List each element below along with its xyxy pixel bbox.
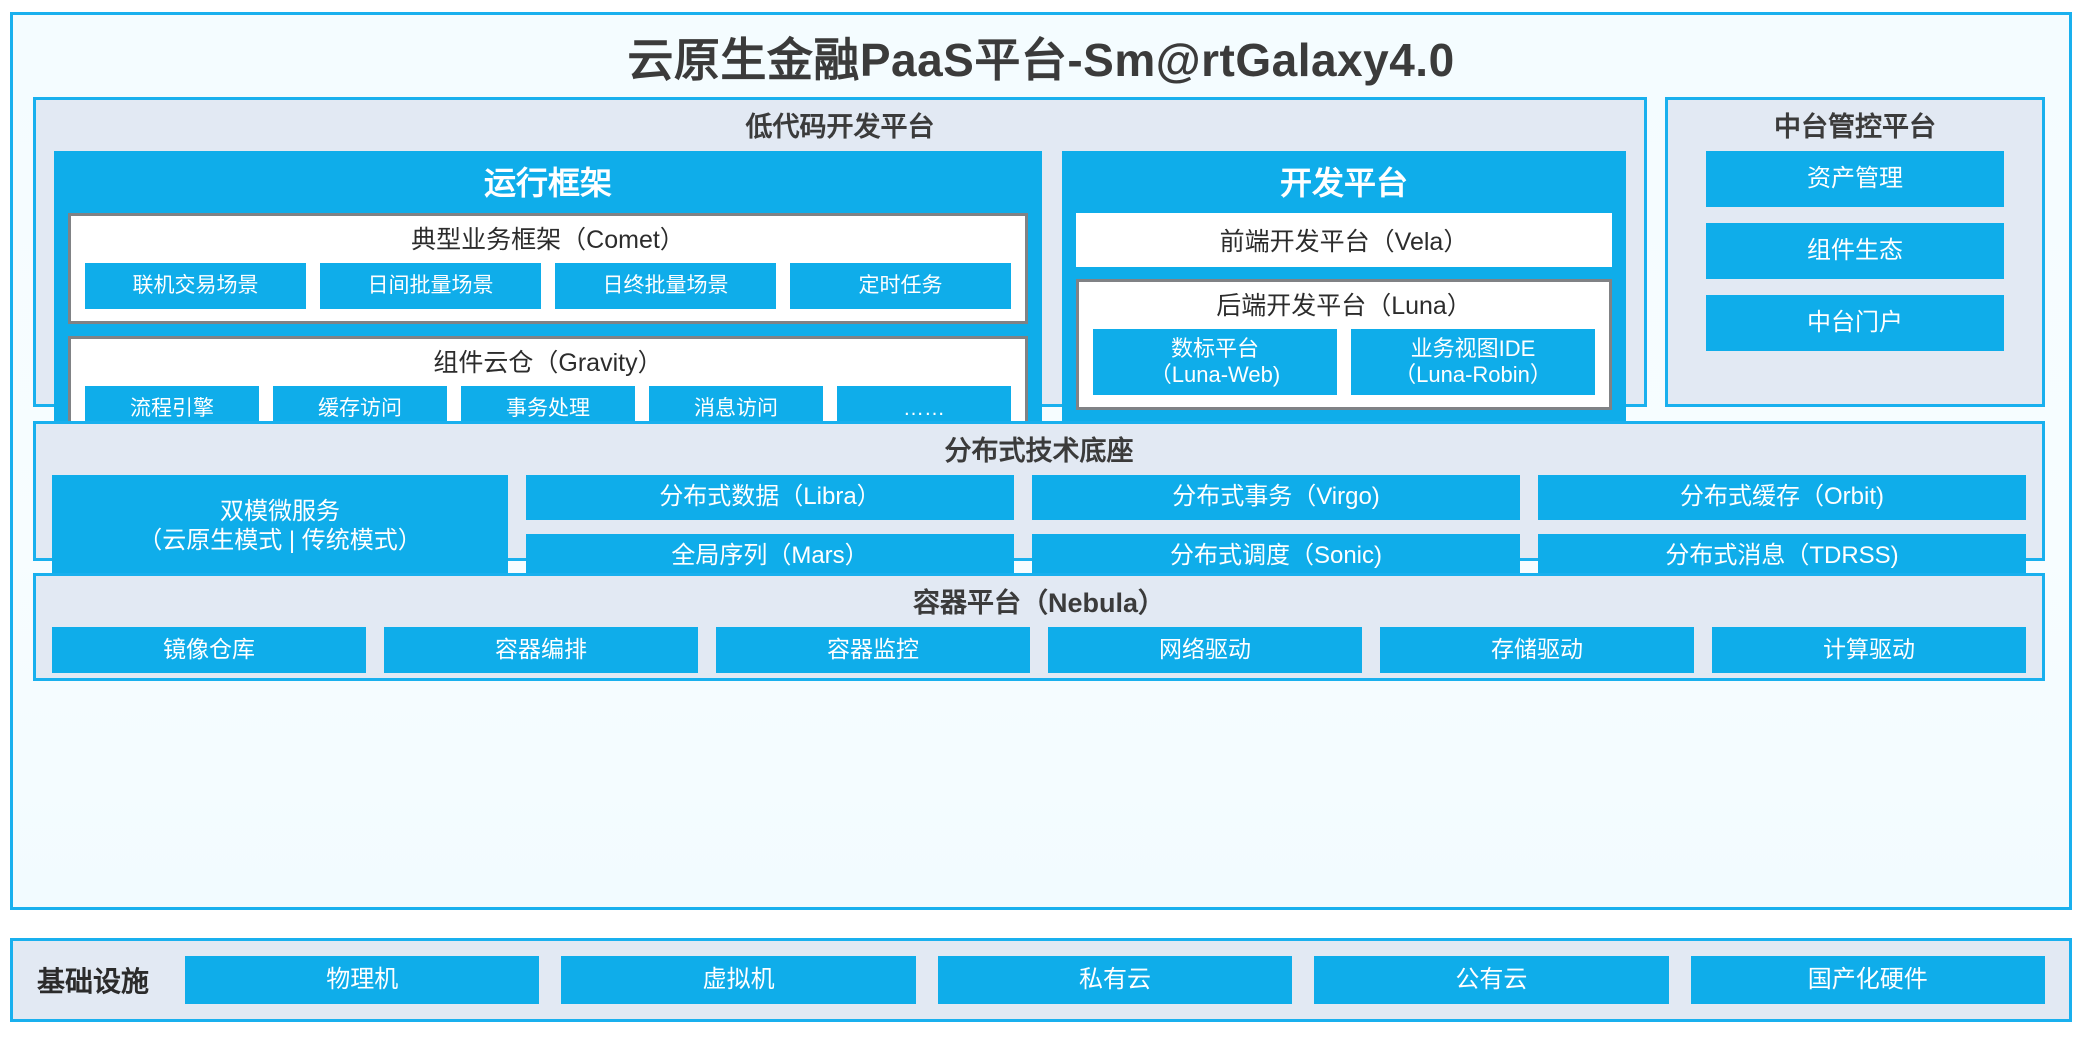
container-item-orchestration[interactable]: 容器编排 bbox=[384, 627, 698, 673]
control-platform-list: 资产管理 组件生态 中台门户 bbox=[1668, 151, 2042, 351]
luna-robin-item[interactable]: 业务视图IDE （Luna-Robin） bbox=[1351, 329, 1595, 395]
container-item-monitoring[interactable]: 容器监控 bbox=[716, 627, 1030, 673]
gravity-title: 组件云仓（Gravity） bbox=[433, 349, 663, 377]
comet-item[interactable]: 联机交易场景 bbox=[85, 263, 306, 309]
distributed-foundation-panel: 分布式技术底座 双模微服务 （云原生模式 | 传统模式） 分布式数据（Libra… bbox=[33, 421, 2045, 579]
frontend-dev-platform-card[interactable]: 前端开发平台（Vela） bbox=[1076, 213, 1612, 267]
control-platform-item-component-ecosystem[interactable]: 组件生态 bbox=[1706, 223, 2004, 279]
comet-item-row: 联机交易场景 日间批量场景 日终批量场景 定时任务 bbox=[71, 263, 1025, 321]
infrastructure-item-physical-machine[interactable]: 物理机 bbox=[185, 956, 540, 1004]
comet-card: 典型业务框架（Comet） 联机交易场景 日间批量场景 日终批量场景 定时任务 bbox=[68, 213, 1028, 324]
distributed-item-virgo[interactable]: 分布式事务（Virgo) bbox=[1032, 475, 1520, 520]
development-platform-title: 开发平台 bbox=[1279, 165, 1408, 201]
container-item-compute-driver[interactable]: 计算驱动 bbox=[1712, 627, 2026, 673]
distributed-column-2: 分布式事务（Virgo) 分布式调度（Sonic) bbox=[1032, 475, 1520, 579]
lowcode-platform-title: 低代码开发平台 bbox=[745, 112, 935, 142]
container-item-storage-driver[interactable]: 存储驱动 bbox=[1380, 627, 1694, 673]
control-platform-item-asset-management[interactable]: 资产管理 bbox=[1706, 151, 2004, 207]
backend-dev-platform-card: 后端开发平台（Luna） 数标平台 （Luna-Web) 业务视图IDE （Lu… bbox=[1076, 279, 1612, 410]
backend-dev-platform-item-row: 数标平台 （Luna-Web) 业务视图IDE （Luna-Robin） bbox=[1079, 329, 1609, 407]
infrastructure-item-private-cloud[interactable]: 私有云 bbox=[937, 956, 1293, 1004]
container-item-image-registry[interactable]: 镜像仓库 bbox=[52, 627, 366, 673]
infrastructure-item-domestic-hardware[interactable]: 国产化硬件 bbox=[1690, 956, 2045, 1004]
container-platform-panel: 容器平台（Nebula） 镜像仓库 容器编排 容器监控 网络驱动 存储驱动 计算… bbox=[33, 573, 2045, 681]
infrastructure-item-virtual-machine[interactable]: 虚拟机 bbox=[561, 956, 916, 1004]
lowcode-platform-body: 运行框架 典型业务框架（Comet） 联机交易场景 日间批量场景 日终批量场景 … bbox=[36, 151, 1644, 473]
runtime-framework-title: 运行框架 bbox=[483, 165, 612, 201]
comet-item[interactable]: 日间批量场景 bbox=[320, 263, 541, 309]
control-platform-panel: 中台管控平台 资产管理 组件生态 中台门户 bbox=[1665, 97, 2045, 407]
infrastructure-panel: 基础设施 物理机 虚拟机 私有云 公有云 国产化硬件 bbox=[10, 938, 2072, 1022]
distributed-column-3: 分布式缓存（Orbit) 分布式消息（TDRSS) bbox=[1538, 475, 2026, 579]
distributed-item-libra[interactable]: 分布式数据（Libra） bbox=[526, 475, 1014, 520]
development-platform-section: 开发平台 前端开发平台（Vela） 后端开发平台（Luna） 数标平台 （Lun… bbox=[1062, 151, 1626, 459]
dual-mode-microservice-column: 双模微服务 （云原生模式 | 传统模式） bbox=[52, 475, 508, 579]
comet-title: 典型业务框架（Comet） bbox=[411, 226, 685, 254]
distributed-column-1: 分布式数据（Libra） 全局序列（Mars） bbox=[526, 475, 1014, 579]
runtime-framework-section: 运行框架 典型业务框架（Comet） 联机交易场景 日间批量场景 日终批量场景 … bbox=[54, 151, 1042, 459]
container-platform-title: 容器平台（Nebula） bbox=[912, 588, 1166, 618]
distributed-foundation-body: 双模微服务 （云原生模式 | 传统模式） 分布式数据（Libra） 全局序列（M… bbox=[36, 475, 2042, 591]
distributed-foundation-title: 分布式技术底座 bbox=[944, 436, 1134, 466]
distributed-item-mars[interactable]: 全局序列（Mars） bbox=[526, 534, 1014, 579]
distributed-item-sonic[interactable]: 分布式调度（Sonic) bbox=[1032, 534, 1520, 579]
lowcode-platform-panel: 低代码开发平台 运行框架 典型业务框架（Comet） 联机交易场景 日间批量场景… bbox=[33, 97, 1647, 459]
distributed-item-tdrss[interactable]: 分布式消息（TDRSS) bbox=[1538, 534, 2026, 579]
distributed-item-orbit[interactable]: 分布式缓存（Orbit) bbox=[1538, 475, 2026, 520]
control-platform-title: 中台管控平台 bbox=[1774, 112, 1936, 142]
comet-item[interactable]: 定时任务 bbox=[790, 263, 1011, 309]
container-platform-item-row: 镜像仓库 容器编排 容器监控 网络驱动 存储驱动 计算驱动 bbox=[36, 627, 2042, 685]
platform-outer-frame: 云原生金融PaaS平台-Sm@rtGalaxy4.0 低代码开发平台 运行框架 … bbox=[10, 12, 2072, 910]
infrastructure-item-public-cloud[interactable]: 公有云 bbox=[1314, 956, 1669, 1004]
infrastructure-label: 基础设施 bbox=[37, 966, 150, 997]
page-title: 云原生金融PaaS平台-Sm@rtGalaxy4.0 bbox=[627, 34, 1455, 86]
backend-dev-platform-title: 后端开发平台（Luna） bbox=[1216, 292, 1472, 320]
luna-web-item[interactable]: 数标平台 （Luna-Web) bbox=[1093, 329, 1337, 395]
dual-mode-microservice-item[interactable]: 双模微服务 （云原生模式 | 传统模式） bbox=[52, 475, 508, 579]
container-item-network-driver[interactable]: 网络驱动 bbox=[1048, 627, 1362, 673]
comet-item[interactable]: 日终批量场景 bbox=[555, 263, 776, 309]
control-platform-item-portal[interactable]: 中台门户 bbox=[1706, 295, 2004, 351]
